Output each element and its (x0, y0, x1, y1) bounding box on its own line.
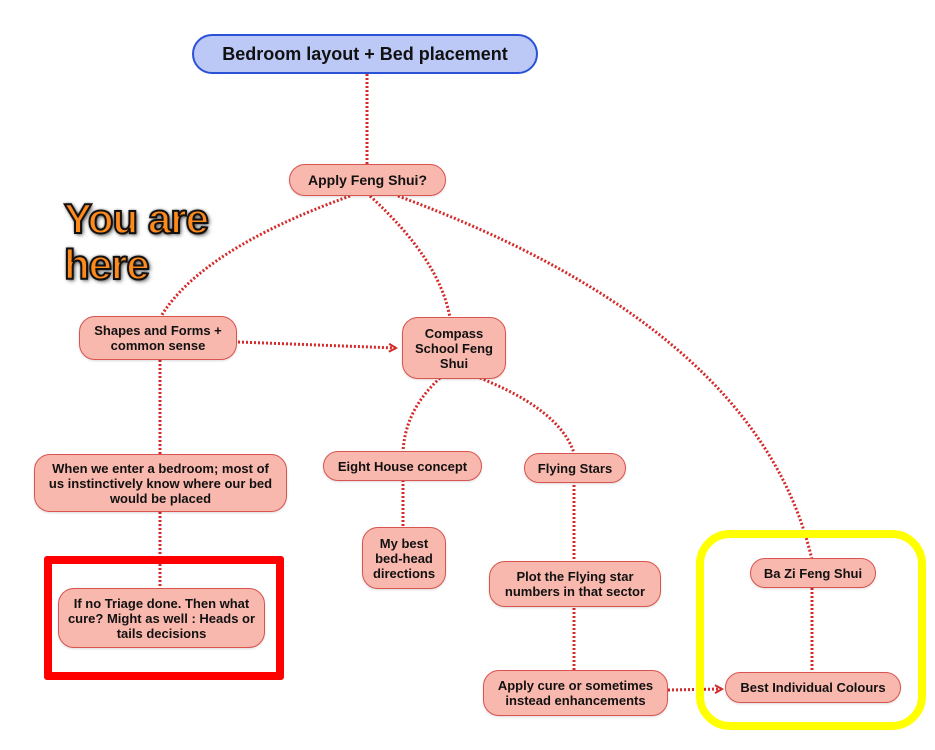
node-label: Apply cure or sometimes instead enhancem… (497, 678, 654, 708)
node-flying-stars[interactable]: Flying Stars (524, 453, 626, 483)
node-label: Flying Stars (537, 460, 613, 476)
node-apply-cure[interactable]: Apply cure or sometimes instead enhancem… (483, 670, 668, 716)
yellow-highlight-box (696, 530, 926, 730)
you-are-here-annotation: You are here (63, 195, 210, 289)
connector-apply-to-shapes (158, 194, 351, 319)
connector-apply-to-compass (368, 194, 452, 319)
root-node[interactable]: Bedroom layout + Bed placement (192, 34, 538, 74)
node-label: Apply Feng Shui? (308, 171, 427, 188)
root-node-label: Bedroom layout + Bed placement (222, 43, 508, 64)
node-enter-bedroom[interactable]: When we enter a bedroom; most of us inst… (34, 454, 287, 512)
node-best-individual-colours[interactable]: Best Individual Colours (725, 672, 901, 703)
node-ba-zi-feng-shui[interactable]: Ba Zi Feng Shui (750, 558, 876, 588)
node-shapes-and-forms[interactable]: Shapes and Forms + common sense (79, 316, 237, 360)
connector-compass-to-eighthouse (401, 376, 442, 453)
node-label: Compass School Feng Shui (415, 325, 493, 371)
node-eight-house[interactable]: Eight House concept (323, 451, 482, 481)
node-plot-flying-star[interactable]: Plot the Flying star numbers in that sec… (489, 561, 661, 607)
node-compass-school[interactable]: Compass School Feng Shui (402, 317, 506, 379)
node-label: Plot the Flying star numbers in that sec… (504, 569, 646, 599)
node-label: Ba Zi Feng Shui (763, 565, 863, 581)
node-label: Shapes and Forms + common sense (94, 323, 222, 353)
node-label: My best bed-head directions (372, 535, 436, 581)
arrow-shapes-to-compass (237, 340, 396, 348)
node-label: When we enter a bedroom; most of us inst… (48, 460, 273, 506)
connector-apply-to-bazi (397, 194, 814, 561)
node-label: Best Individual Colours (740, 680, 886, 695)
node-label: If no Triage done. Then what cure? Might… (67, 595, 256, 641)
red-highlight-box (44, 556, 284, 680)
node-no-triage[interactable]: If no Triage done. Then what cure? Might… (58, 588, 265, 648)
connector-compass-to-flyingstars (479, 376, 576, 454)
node-label: Eight House concept (337, 458, 468, 474)
node-apply-feng-shui[interactable]: Apply Feng Shui? (289, 164, 446, 196)
node-best-bed-head[interactable]: My best bed-head directions (362, 527, 446, 589)
arrow-cure-to-colours (667, 689, 722, 690)
